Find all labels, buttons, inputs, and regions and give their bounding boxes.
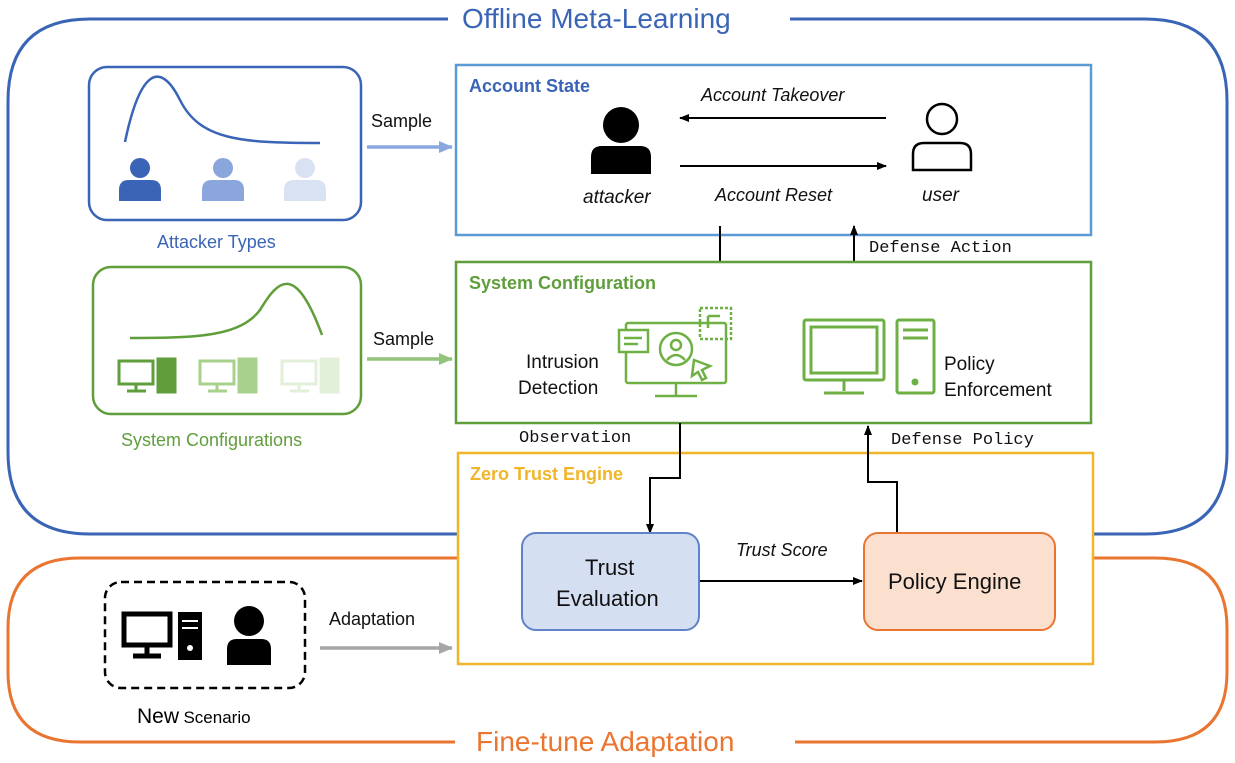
user-label: user xyxy=(922,185,959,206)
trust-evaluation-label-2: Evaluation xyxy=(556,586,659,611)
attacker-label: attacker xyxy=(583,187,651,208)
new-scenario-caption: New Scenario xyxy=(137,706,251,727)
new-scenario-box xyxy=(103,580,307,690)
finetune-region-title: Fine-tune Adaptation xyxy=(476,726,735,757)
adaptation-label: Adaptation xyxy=(329,609,416,629)
person-icon xyxy=(119,158,161,201)
system-configuration-title: System Configuration xyxy=(469,273,657,293)
finetune-region-border xyxy=(6,556,1229,744)
intrusion-detection-icon xyxy=(617,306,733,398)
sample-label-attacker: Sample xyxy=(371,111,433,131)
zero-trust-engine-title: Zero Trust Engine xyxy=(470,464,624,484)
policy-engine-box xyxy=(863,532,1056,631)
offline-region-border xyxy=(6,17,1229,536)
new-scenario-caption-small: Scenario xyxy=(183,708,251,727)
system-distribution-curve xyxy=(129,282,324,340)
server-tower-icon xyxy=(895,318,936,395)
new-scenario-caption-big: New xyxy=(137,705,180,728)
user-icon xyxy=(911,102,973,172)
attacker-distribution-curve xyxy=(123,75,321,145)
system-configurations-caption: System Configurations xyxy=(121,430,303,450)
attacker-icon xyxy=(591,107,651,174)
computer-icon xyxy=(198,357,258,394)
account-takeover-label: Account Takeover xyxy=(701,85,845,105)
offline-region-title: Offline Meta-Learning xyxy=(462,3,731,34)
system-configuration-box xyxy=(454,260,1093,425)
computer-icon xyxy=(121,611,202,660)
person-icon xyxy=(284,158,326,201)
observation-label: Observation xyxy=(519,429,632,448)
account-state-title: Account State xyxy=(469,76,591,96)
attacker-types-caption: Attacker Types xyxy=(157,232,276,252)
intrusion-detection-label-2: Detection xyxy=(518,378,599,399)
computer-icon xyxy=(280,357,340,394)
policy-engine-label: Policy Engine xyxy=(888,569,1022,594)
trust-evaluation-box xyxy=(521,532,700,631)
person-icon xyxy=(202,158,244,201)
defense-policy-arrow xyxy=(864,425,898,533)
intrusion-detection-label-1: Intrusion xyxy=(526,352,599,373)
defense-action-label: Defense Action xyxy=(869,239,1012,258)
trust-evaluation-label-1: Trust xyxy=(585,555,635,580)
monitor-icon xyxy=(802,318,886,395)
computer-icon xyxy=(117,357,177,394)
trust-score-label: Trust Score xyxy=(736,540,828,560)
account-state-box xyxy=(454,63,1093,237)
observation-arrow xyxy=(646,423,681,534)
policy-enforcement-label-2: Enforcement xyxy=(944,380,1052,401)
sample-label-system: Sample xyxy=(373,329,435,349)
policy-enforcement-label-1: Policy xyxy=(944,354,995,375)
defense-policy-label: Defense Policy xyxy=(891,431,1034,450)
person-icon xyxy=(227,606,271,665)
account-reset-label: Account Reset xyxy=(715,185,833,205)
